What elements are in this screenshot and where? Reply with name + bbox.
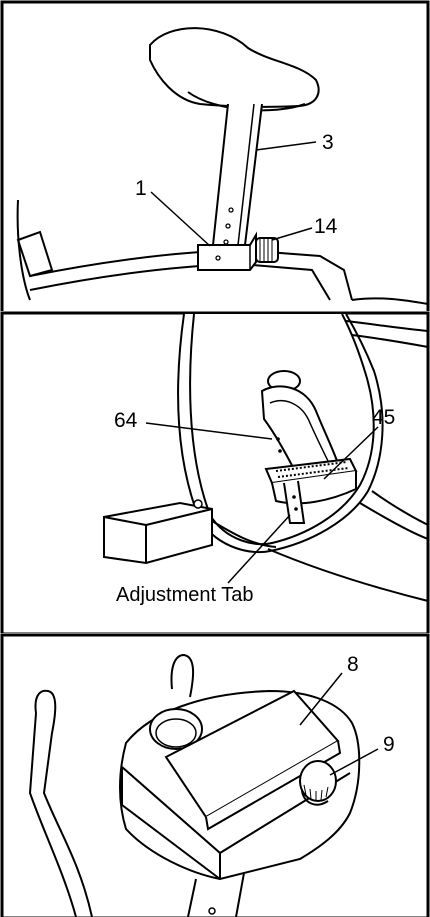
leader-line-9 bbox=[329, 748, 379, 776]
callout-45: 45 bbox=[372, 406, 396, 429]
panel-pedal: 64 45 Adjustment Tab bbox=[0, 311, 430, 636]
callout-14: 14 bbox=[314, 215, 338, 238]
panel-seat-post: 1 3 14 bbox=[0, 0, 430, 314]
callout-8: 8 bbox=[347, 653, 359, 676]
callout-3: 3 bbox=[322, 131, 334, 154]
callout-1: 1 bbox=[135, 177, 147, 200]
leader-line-64 bbox=[145, 422, 273, 440]
console-illustration bbox=[0, 633, 430, 917]
leader-line-1 bbox=[150, 191, 211, 247]
seat-post-illustration bbox=[0, 0, 430, 314]
panel-console: 8 9 bbox=[0, 633, 430, 917]
leader-line-adjustment-tab bbox=[227, 514, 291, 584]
leader-line-3 bbox=[255, 141, 317, 151]
leader-line-14 bbox=[271, 227, 313, 241]
pedal-illustration bbox=[0, 311, 430, 636]
callout-adjustment-tab: Adjustment Tab bbox=[116, 584, 254, 606]
callout-64: 64 bbox=[114, 409, 138, 432]
callout-9: 9 bbox=[383, 733, 395, 756]
leader-line-45 bbox=[323, 426, 379, 480]
leader-line-8 bbox=[299, 672, 343, 726]
